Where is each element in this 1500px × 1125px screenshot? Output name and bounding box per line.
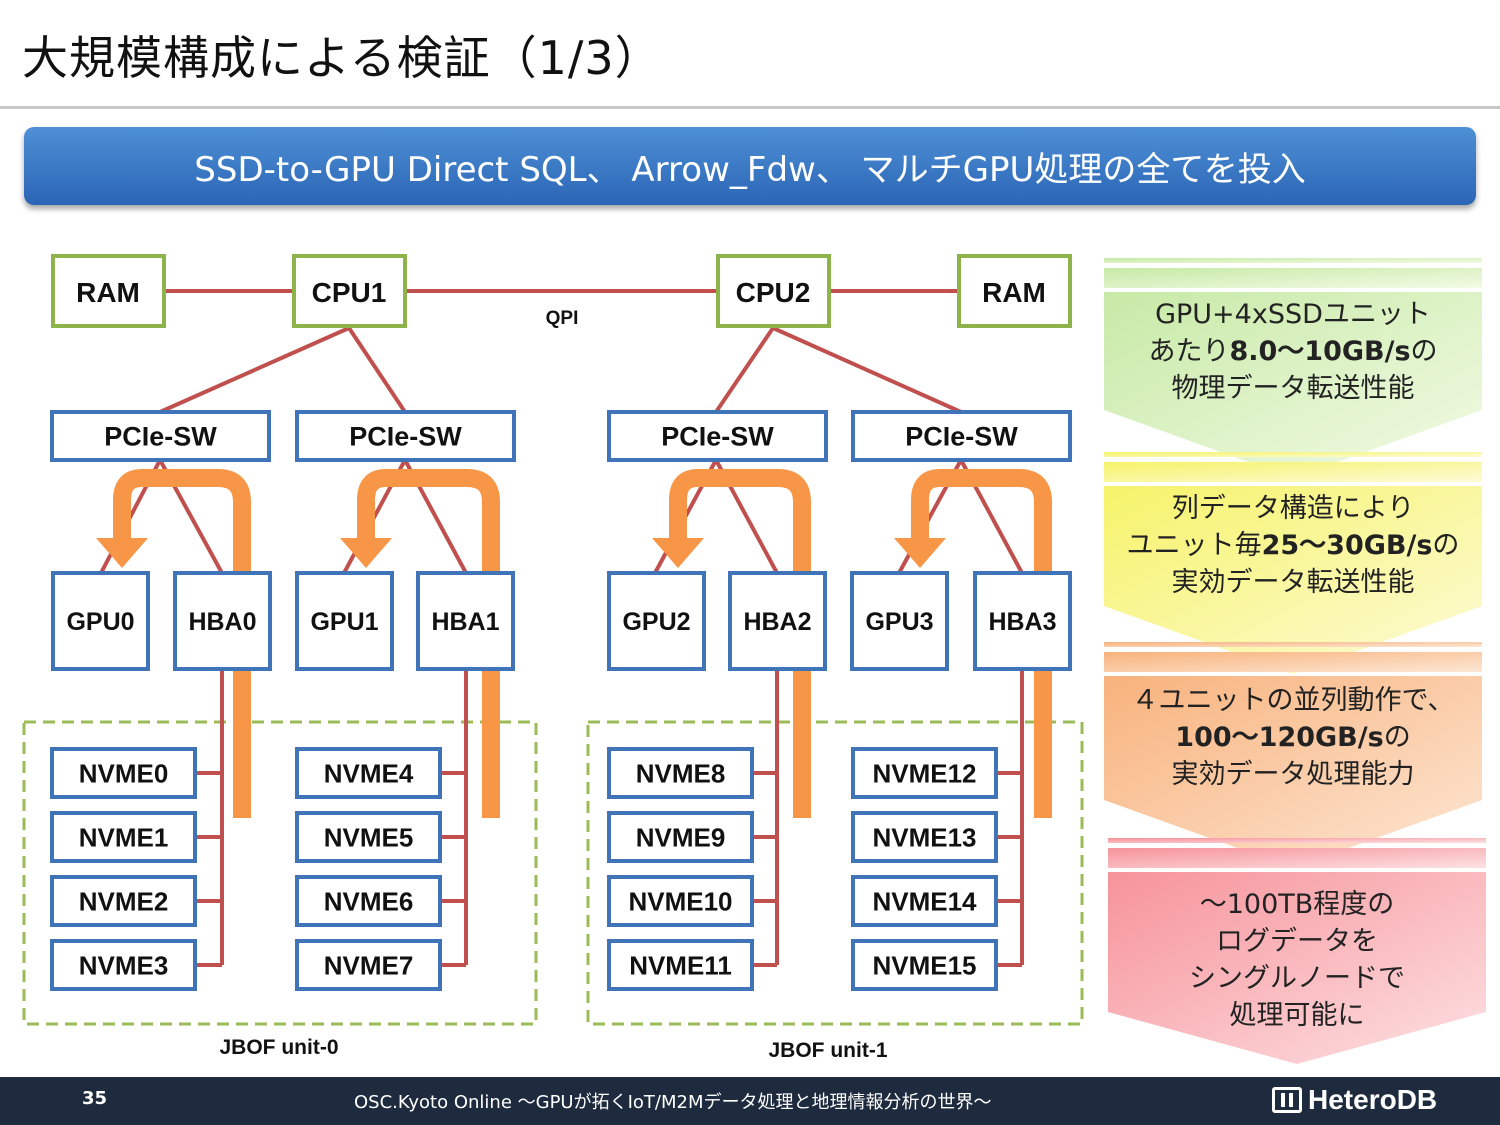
nvme-9-box-label: NVME9 <box>636 822 726 852</box>
nvme-1-box: NVME1 <box>50 811 197 863</box>
page-title: 大規模構成による検証（1/3） <box>22 31 662 85</box>
nvme-14-box: NVME14 <box>851 875 998 927</box>
step-3-text: ４ユニットの並列動作で、 100～120GB/sの 実効データ処理能力 <box>1131 685 1455 790</box>
hba-3-box: HBA3 <box>973 571 1072 671</box>
nvme-4-box: NVME4 <box>295 747 442 799</box>
nvme-11-box: NVME11 <box>607 939 754 991</box>
step-arrow-4 <box>1108 838 1486 1064</box>
hba-1-box: HBA1 <box>416 571 515 671</box>
nvme-2-box: NVME2 <box>50 875 197 927</box>
hba-2-box-label: HBA2 <box>743 608 811 636</box>
nvme-3-box: NVME3 <box>50 939 197 991</box>
step-arrow-2 <box>1104 452 1482 674</box>
data-flow-arrowheads <box>96 538 946 568</box>
pcie-switch-2: PCIe-SW <box>607 410 828 462</box>
pcie-switch-2-label: PCIe-SW <box>661 422 774 452</box>
hba-0-box: HBA0 <box>173 571 272 671</box>
svg-text:RAM: RAM <box>76 277 140 308</box>
nvme-13-box: NVME13 <box>851 811 998 863</box>
nvme-15-box-label: NVME15 <box>872 950 976 980</box>
nvme-12-box-label: NVME12 <box>872 758 976 788</box>
nvme-7-box-label: NVME7 <box>324 950 414 980</box>
hba-2-box: HBA2 <box>728 571 827 671</box>
nvme-4-box-label: NVME4 <box>324 758 414 788</box>
qpi-label: QPI <box>546 308 579 329</box>
nvme-2-box-label: NVME2 <box>79 886 169 916</box>
ram-left-box: RAM <box>51 254 166 328</box>
heterodb-logo-icon <box>1272 1087 1302 1113</box>
pcie-switch-0: PCIe-SW <box>50 410 271 462</box>
pcie-switch-1-label: PCIe-SW <box>349 422 462 452</box>
nvme-3-box-label: NVME3 <box>79 950 169 980</box>
step-1-text: GPU+4xSSDユニット あたり8.0～10GB/sの 物理データ転送性能 <box>1148 299 1438 404</box>
cpu1-box: CPU1 <box>292 254 407 328</box>
jbof-enclosure-1 <box>586 720 1084 1026</box>
nvme-5-box: NVME5 <box>295 811 442 863</box>
nvme-7-box: NVME7 <box>295 939 442 991</box>
gpu-0-box-label: GPU0 <box>66 608 134 636</box>
nvme-0-box-label: NVME0 <box>79 758 169 788</box>
nvme-13-box-label: NVME13 <box>872 822 976 852</box>
summary-banner: SSD-to-GPU Direct SQL、 Arrow_Fdw、 マルチGPU… <box>24 127 1476 205</box>
ram-right-box: RAM <box>957 254 1072 328</box>
nvme-10-box: NVME10 <box>607 875 754 927</box>
hba-3-box-label: HBA3 <box>988 608 1056 636</box>
pcie-switch-3-label: PCIe-SW <box>905 422 1018 452</box>
nvme-0-box: NVME0 <box>50 747 197 799</box>
svg-text:CPU2: CPU2 <box>736 277 811 308</box>
nvme-8-box-label: NVME8 <box>636 758 726 788</box>
hba-0-box-label: HBA0 <box>188 608 256 636</box>
cpu2-box: CPU2 <box>716 254 831 328</box>
pcie-switch-0-label: PCIe-SW <box>104 422 217 452</box>
nvme-11-box-label: NVME11 <box>629 950 732 980</box>
footer-caption: OSC.Kyoto Online ～GPUが拓くIoT/M2Mデータ処理と地理情… <box>354 1092 992 1113</box>
data-flow-arrows <box>113 469 1052 818</box>
nvme-5-box-label: NVME5 <box>324 822 414 852</box>
gpu-0-box: GPU0 <box>51 571 150 671</box>
svg-text:RAM: RAM <box>982 277 1046 308</box>
nvme-1-box-label: NVME1 <box>79 822 169 852</box>
gpu-3-box: GPU3 <box>850 571 949 671</box>
nvme-9-box: NVME9 <box>607 811 754 863</box>
gpu-3-box-label: GPU3 <box>865 608 933 636</box>
nvme-6-box-label: NVME6 <box>324 886 414 916</box>
pcie-switch-1: PCIe-SW <box>295 410 516 462</box>
footer-bar <box>0 1077 1500 1125</box>
step-4-text: ～100TB程度の ログデータを シングルノードで 処理可能に <box>1189 889 1405 1031</box>
svg-text:CPU1: CPU1 <box>312 277 387 308</box>
nvme-6-box: NVME6 <box>295 875 442 927</box>
jbof-enclosure-0 <box>22 720 538 1026</box>
step-arrow-1 <box>1104 258 1482 478</box>
gpu-1-box-label: GPU1 <box>310 608 378 636</box>
nvme-12-box: NVME12 <box>851 747 998 799</box>
nvme-15-box: NVME15 <box>851 939 998 991</box>
page-number: 35 <box>82 1088 108 1109</box>
nvme-10-box-label: NVME10 <box>628 886 732 916</box>
heterodb-logo: HeteroDB <box>1272 1084 1437 1116</box>
hba-1-box-label: HBA1 <box>431 608 499 636</box>
step-2-text: 列データ構造により ユニット毎25～30GB/sの 実効データ転送性能 <box>1126 493 1460 598</box>
step-arrow-3 <box>1104 642 1482 868</box>
jbof-0-label: JBOF unit-0 <box>220 1036 339 1059</box>
title-divider <box>0 106 1500 109</box>
gpu-2-box: GPU2 <box>607 571 706 671</box>
nvme-14-box-label: NVME14 <box>872 886 977 916</box>
gpu-1-box: GPU1 <box>295 571 394 671</box>
pcie-switch-3: PCIe-SW <box>851 410 1072 462</box>
jbof-1-label: JBOF unit-1 <box>769 1039 888 1062</box>
gpu-2-box-label: GPU2 <box>622 608 690 636</box>
nvme-8-box: NVME8 <box>607 747 754 799</box>
